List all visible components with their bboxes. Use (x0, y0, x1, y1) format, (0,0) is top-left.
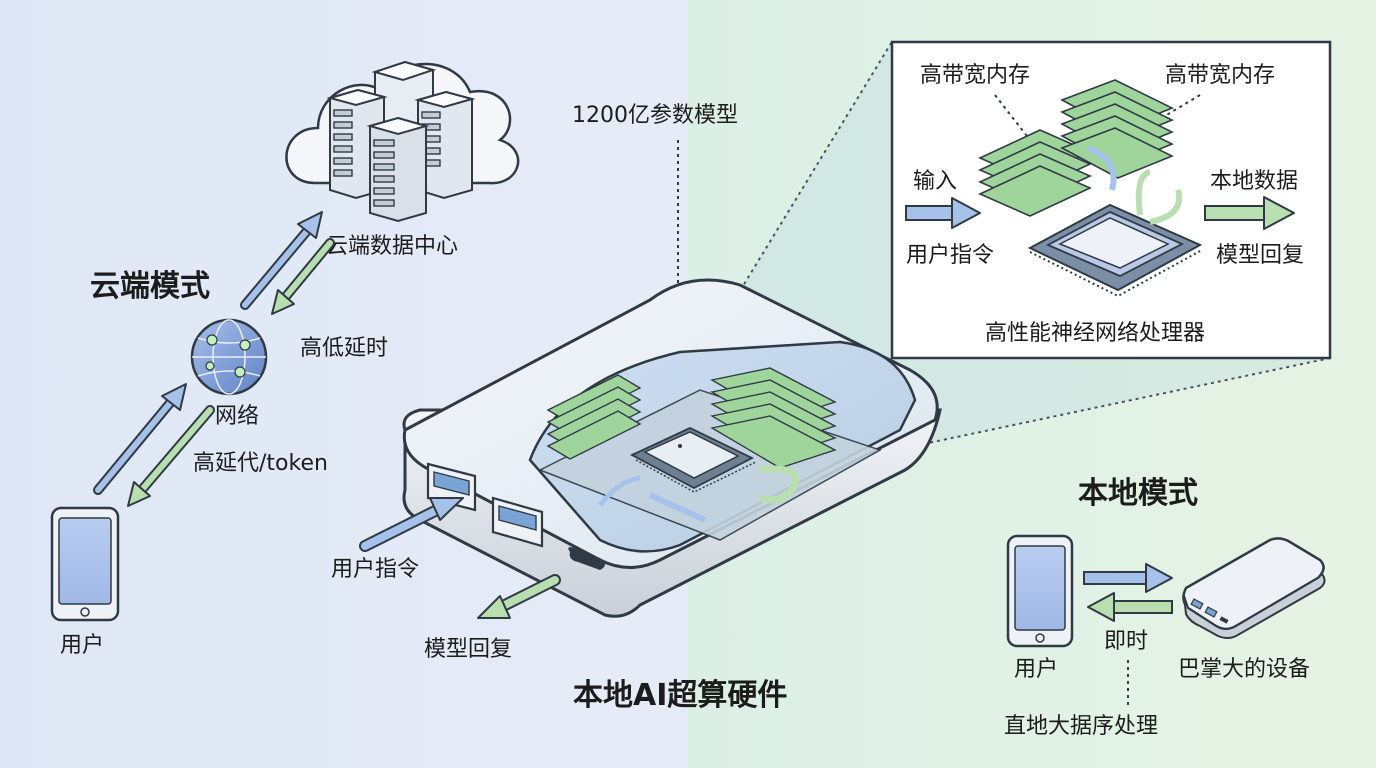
device-user-command-label: 用户指令 (331, 557, 419, 582)
model-params-label: 1200亿参数模型 (572, 103, 738, 128)
datacenter-label: 云端数据中心 (326, 234, 458, 259)
inset-hbm-left-stack (978, 129, 1092, 217)
device-return-flow (759, 465, 800, 504)
device-chip (629, 427, 757, 493)
data-processing-label: 直地大据序处理 (1004, 714, 1158, 739)
inset-local-data-label: 本地数据 (1210, 169, 1298, 194)
inset-input-label: 输入 (913, 169, 957, 194)
inset-npu-label: 高性能神经网络处理器 (985, 321, 1205, 346)
device-model-reply-label: 模型回复 (424, 637, 512, 662)
local-request-arrow (1083, 563, 1173, 593)
inset-hbm-right-stack (1060, 79, 1174, 179)
cloud-mode-title: 云端模式 (90, 269, 210, 304)
inset-hbm-right-label: 高带宽内存 (1165, 63, 1275, 88)
cloud-user-label: 用户 (60, 633, 104, 658)
uplink-arrow (240, 211, 323, 310)
device-output-arrow (477, 574, 561, 619)
palm-size-device-icon (1182, 537, 1326, 639)
phone-downlink-arrow (127, 405, 215, 507)
local-user-phone-icon (1006, 534, 1074, 648)
inset-input-arrow (905, 197, 981, 229)
phone-uplink-arrow (93, 383, 187, 495)
usb-port-2 (491, 496, 544, 548)
network-globe-icon (190, 318, 268, 396)
inset-user-command-label: 用户指令 (906, 243, 994, 268)
instant-label: 即时 (1104, 629, 1148, 654)
device-input-flow (598, 475, 641, 507)
device-title: 本地AI超算硬件 (573, 678, 787, 713)
local-mode-title: 本地模式 (1078, 476, 1198, 511)
local-user-label: 用户 (1014, 657, 1058, 682)
network-label: 网络 (215, 404, 259, 429)
server-rack-icons (326, 60, 476, 223)
inset-output-arrow (1204, 196, 1295, 230)
local-response-arrow (1087, 592, 1173, 622)
cloud-user-phone-icon (50, 506, 120, 622)
device-memory-left (546, 374, 642, 460)
downlink-arrow (271, 238, 335, 315)
inset-model-reply-label: 模型回复 (1216, 243, 1304, 268)
chip-detail-inset: 高带宽内存 高带宽内存 (890, 40, 1332, 360)
usb-c-port (568, 547, 605, 570)
device-memory-right (710, 367, 837, 469)
high-latency-token-label: 高延代/token (193, 451, 328, 476)
device-process-flow (648, 492, 707, 523)
inset-npu-chip (1027, 203, 1203, 298)
device-input-arrow (359, 497, 464, 552)
high-low-latency-label: 高低延时 (300, 336, 388, 361)
palm-device-label: 巴掌大的设备 (1178, 657, 1310, 682)
ai-device (402, 278, 942, 618)
inset-hbm-left-label: 高带宽内存 (920, 63, 1030, 88)
